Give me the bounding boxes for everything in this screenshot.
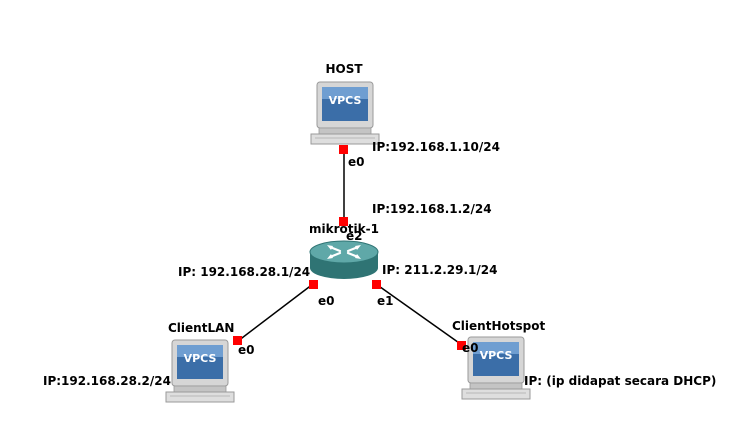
ip-label-host: IP:192.168.1.10/24 [372,140,500,154]
clienthotspot-badge: VPCS [480,349,513,362]
ip-label-router-e0: IP: 192.168.28.1/24 [178,265,310,279]
host-label: HOST [325,62,363,76]
clientlan-badge: VPCS [184,352,217,365]
clientlan-label: ClientLAN [168,321,234,335]
host-badge: VPCS [329,94,362,107]
ip-label-clienthotspot: IP: (ip didapat secara DHCP) [524,374,716,388]
port-marker[interactable] [233,336,242,345]
port-label: e0 [348,155,365,169]
port-label: e0 [238,343,255,357]
clienthotspot-node[interactable]: VPCS ClientHotspot [452,319,545,400]
port-marker[interactable] [372,280,381,289]
ip-label-router-e2: IP:192.168.1.2/24 [372,202,492,216]
port-marker[interactable] [339,145,348,154]
router-icon [309,240,379,279]
port-marker[interactable] [309,280,318,289]
port-label: e0 [462,341,479,355]
router-label: mikrotik-1 [309,222,379,236]
port-label: e0 [318,294,335,308]
vpcs-computer-icon [310,81,380,145]
clienthotspot-label: ClientHotspot [452,319,545,333]
port-marker[interactable] [457,341,466,350]
vpcs-computer-icon [165,339,235,403]
host-node[interactable]: VPCS HOST [310,62,380,145]
ip-label-clientlan: IP:192.168.28.2/24 [43,374,171,388]
port-label: e2 [346,229,363,243]
port-label: e1 [377,294,394,308]
port-marker[interactable] [339,217,348,226]
clientlan-node[interactable]: VPCS ClientLAN [165,321,235,403]
router-node[interactable]: mikrotik-1 [309,222,379,279]
link-router-clientlan[interactable] [237,283,314,342]
ip-label-router-e1: IP: 211.2.29.1/24 [382,263,497,277]
link-router-clienthotspot[interactable] [375,283,463,346]
